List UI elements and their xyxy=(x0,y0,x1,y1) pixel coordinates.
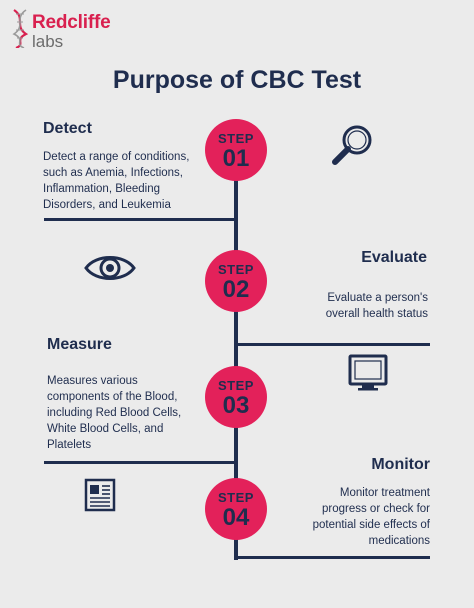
timeline-branch-3 xyxy=(44,461,238,464)
timeline-branch-2 xyxy=(234,343,430,346)
step-04-badge: STEP 04 xyxy=(205,478,267,540)
page-title: Purpose of CBC Test xyxy=(112,66,362,94)
description-line: Disorders, and Leukemia xyxy=(43,199,171,211)
timeline-vertical-line xyxy=(234,120,238,560)
step-02-description: Evaluate a person's overall health statu… xyxy=(260,290,428,322)
description-line: Measures various xyxy=(47,375,138,387)
description-line: potential side effects of xyxy=(312,519,430,531)
step-02-badge: STEP 02 xyxy=(205,250,267,312)
monitor-icon xyxy=(348,354,388,392)
timeline-branch-4 xyxy=(234,556,430,559)
brand-logo: Redcliffe labs xyxy=(10,8,150,51)
description-line: overall health status xyxy=(325,308,428,320)
step-label: STEP xyxy=(218,378,254,393)
timeline-branch-1 xyxy=(44,218,238,221)
description-line: Detect a range of conditions, xyxy=(43,151,190,163)
description-line: Platelets xyxy=(47,439,92,451)
description-line: Inflammation, Bleeding xyxy=(43,183,160,195)
step-04-description: Monitor treatment progress or check for … xyxy=(260,485,430,549)
brand-subname: labs xyxy=(32,32,64,51)
step-number: 01 xyxy=(222,145,250,172)
description-line: such as Anemia, Infections, xyxy=(43,167,183,179)
step-label: STEP xyxy=(218,262,254,277)
step-01-heading: Detect xyxy=(43,120,92,137)
description-line: progress or check for xyxy=(321,503,430,515)
step-01-badge: STEP 01 xyxy=(205,119,267,181)
newspaper-icon xyxy=(84,478,116,512)
description-line: medications xyxy=(368,535,430,547)
description-line: including Red Blood Cells, xyxy=(47,407,182,419)
step-03-description: Measures various components of the Blood… xyxy=(47,373,227,453)
step-number: 03 xyxy=(222,392,250,419)
description-line: components of the Blood, xyxy=(47,391,178,403)
step-01-description: Detect a range of conditions, such as An… xyxy=(43,149,223,213)
step-03-badge: STEP 03 xyxy=(205,366,267,428)
description-line: Evaluate a person's xyxy=(327,292,428,304)
magnifying-glass-icon xyxy=(328,122,376,170)
description-line: White Blood Cells, and xyxy=(47,423,164,435)
description-line: Monitor treatment xyxy=(339,487,430,499)
eye-icon xyxy=(84,251,136,285)
brand-name: Redcliffe xyxy=(32,12,111,33)
step-number: 04 xyxy=(222,504,250,531)
dna-logo-icon xyxy=(12,9,29,48)
step-label: STEP xyxy=(218,490,254,505)
step-04-heading: Monitor xyxy=(371,456,430,473)
step-03-heading: Measure xyxy=(47,336,112,353)
step-number: 02 xyxy=(222,276,250,303)
step-02-heading: Evaluate xyxy=(361,249,427,266)
step-label: STEP xyxy=(218,131,254,146)
